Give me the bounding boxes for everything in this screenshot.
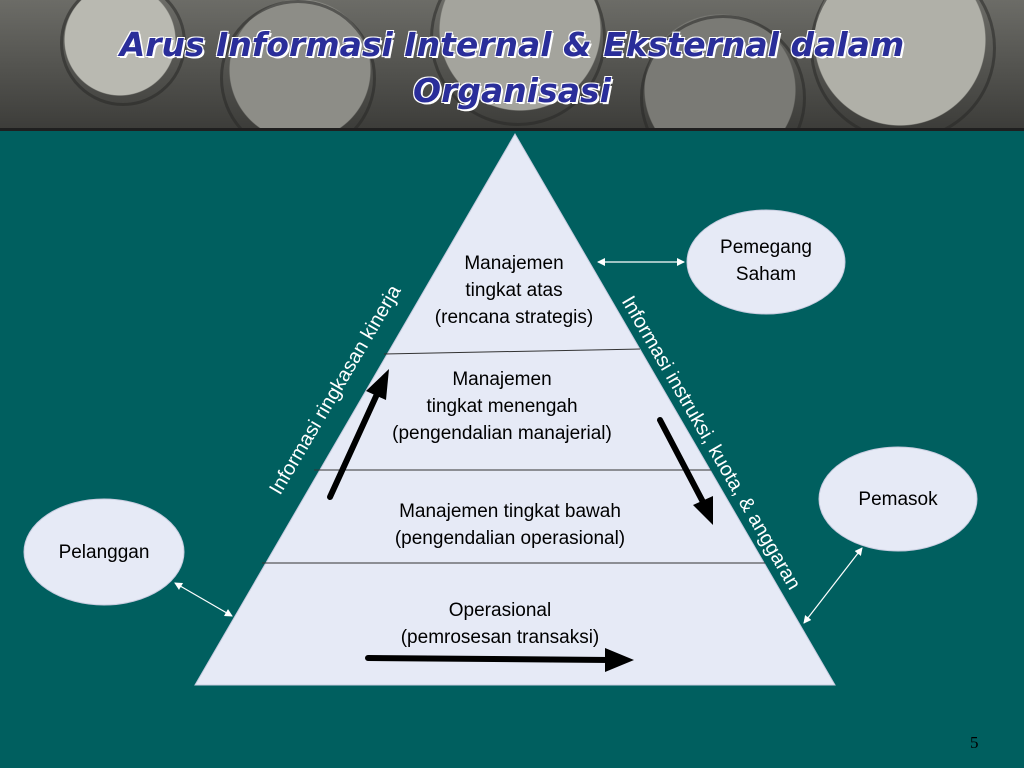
title-line-2: Organisasi	[413, 71, 611, 110]
coin-decoration	[220, 0, 376, 128]
upward-flow-arrow	[327, 369, 389, 500]
level-text: (pengendalian manajerial)	[392, 423, 612, 444]
level-top-management-label: Manajemen tingkat atas (rencana strategi…	[414, 250, 614, 331]
level-text: Manajemen tingkat bawah	[399, 501, 621, 522]
supplier-label: Pemasok	[858, 489, 938, 510]
level-text: tingkat atas	[465, 280, 563, 301]
customer-label: Pelanggan	[58, 542, 150, 563]
customer-node	[23, 498, 185, 606]
customer-connector	[174, 582, 233, 617]
shareholders-label: Pemegang Saham	[706, 234, 826, 288]
page-number: 5	[970, 733, 979, 752]
level-text: (rencana strategis)	[434, 307, 594, 328]
level-text: Manajemen	[464, 253, 564, 274]
level-text: Operasional	[448, 600, 552, 621]
node-text: Pemegang	[720, 237, 812, 258]
coin-decoration	[60, 0, 186, 106]
shareholders-node	[686, 209, 846, 315]
level-text: tingkat menengah	[426, 396, 578, 417]
level-text: (pengendalian operasional)	[394, 528, 626, 549]
downward-flow-arrow	[657, 417, 713, 525]
header-banner: Arus Informasi Internal & Eksternal dala…	[0, 0, 1024, 131]
node-text: Saham	[735, 264, 797, 285]
pyramid-divider	[383, 348, 641, 355]
coin-decoration	[810, 0, 996, 128]
level-middle-management-label: Manajemen tingkat menengah (pengendalian…	[352, 366, 652, 447]
level-text: (pemrosesan transaksi)	[400, 627, 600, 648]
supplier-connector	[803, 547, 863, 624]
pyramid	[194, 133, 836, 686]
slide-title: Arus Informasi Internal & Eksternal dala…	[0, 22, 1024, 114]
level-text: Manajemen	[452, 369, 552, 390]
level-lower-management-label: Manajemen tingkat bawah (pengendalian op…	[360, 498, 660, 552]
supplier-node	[818, 446, 978, 552]
operations-flow-arrow	[365, 648, 634, 672]
title-line-1: Arus Informasi Internal & Eksternal dala…	[119, 25, 905, 64]
level-operations-label: Operasional (pemrosesan transaksi)	[350, 597, 650, 651]
